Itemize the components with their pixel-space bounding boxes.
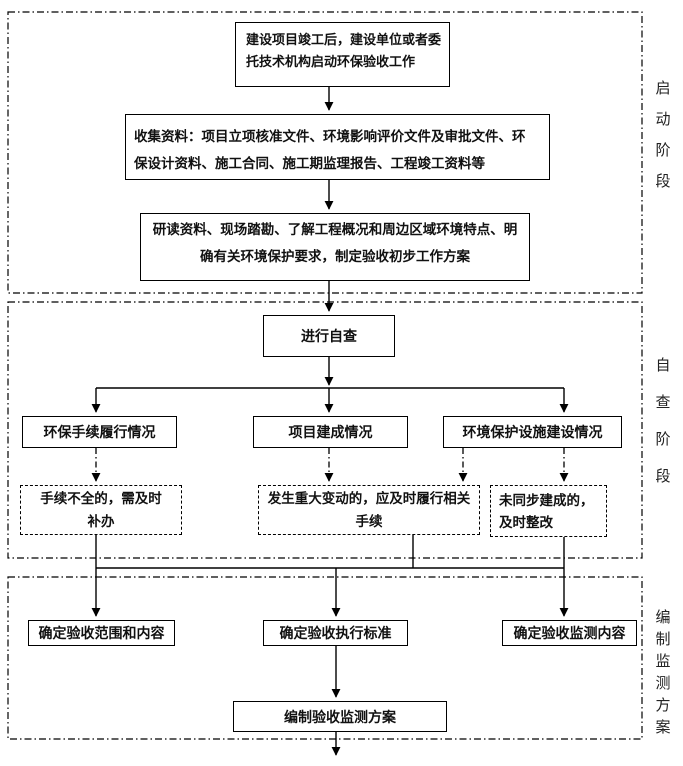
box-start-line2: 托技术机构启动环保验收工作 bbox=[246, 54, 416, 69]
box-facilities: 环境保护设施建设情况 bbox=[443, 416, 622, 448]
box-study-line1: 研读资料、现场踏勘、了解工程概况和周边区域环境特点、明 bbox=[152, 222, 518, 237]
box-major-change-line1: 发生重大变动的，应及时履行相关 bbox=[267, 491, 471, 506]
box-study: 研读资料、现场踏勘、了解工程概况和周边区域环境特点、明 确有关环境保护要求，制定… bbox=[140, 213, 530, 281]
box-collect-line1: 收集资料：项目立项核准文件、环境影响评价文件及审批文件、环 bbox=[134, 129, 526, 144]
box-scope-label: 确定验收范围和内容 bbox=[38, 624, 165, 641]
box-completion: 项目建成情况 bbox=[253, 416, 408, 448]
box-completion-label: 项目建成情况 bbox=[288, 424, 373, 440]
box-collect: 收集资料：项目立项核准文件、环境影响评价文件及审批文件、环 保设计资料、施工合同… bbox=[125, 114, 550, 180]
box-plan: 编制验收监测方案 bbox=[233, 701, 447, 732]
box-monitoring-label: 确定验收监测内容 bbox=[513, 624, 626, 641]
stage2-label: 自查阶段 bbox=[655, 358, 671, 485]
box-collect-line2: 保设计资料、施工合同、施工期监理报告、工程竣工资料等 bbox=[134, 156, 485, 171]
stage1-label: 启动阶段 bbox=[655, 81, 671, 190]
box-plan-label: 编制验收监测方案 bbox=[284, 708, 396, 725]
box-start-line1: 建设项目竣工后，建设单位或者委 bbox=[246, 32, 442, 47]
box-rectify: 未同步建成的， 及时整改 bbox=[490, 485, 607, 537]
box-rectify-line1: 未同步建成的， bbox=[499, 493, 594, 508]
box-start: 建设项目竣工后，建设单位或者委 托技术机构启动环保验收工作 bbox=[235, 22, 450, 87]
box-standards-label: 确定验收执行标准 bbox=[279, 624, 392, 641]
box-monitoring: 确定验收监测内容 bbox=[502, 620, 637, 646]
box-procedures: 环保手续履行情况 bbox=[22, 416, 177, 448]
box-rectify-line2: 及时整改 bbox=[499, 515, 553, 530]
stage3-label: 编制监测方案 bbox=[655, 610, 671, 736]
box-procedures-label: 环保手续履行情况 bbox=[43, 424, 156, 440]
box-standards: 确定验收执行标准 bbox=[263, 620, 408, 646]
box-self-check: 进行自查 bbox=[263, 315, 395, 357]
box-remedy-line2: 补办 bbox=[87, 514, 115, 529]
box-self-check-label: 进行自查 bbox=[301, 328, 357, 344]
box-major-change: 发生重大变动的，应及时履行相关 手续 bbox=[258, 485, 480, 535]
box-scope: 确定验收范围和内容 bbox=[28, 620, 175, 646]
box-facilities-label: 环境保护设施建设情况 bbox=[462, 424, 603, 440]
box-remedy: 手续不全的，需及时 补办 bbox=[20, 485, 182, 535]
box-study-line2: 确有关环境保护要求，制定验收初步工作方案 bbox=[200, 249, 470, 264]
box-remedy-line1: 手续不全的，需及时 bbox=[40, 491, 162, 506]
box-major-change-line2: 手续 bbox=[355, 514, 383, 529]
